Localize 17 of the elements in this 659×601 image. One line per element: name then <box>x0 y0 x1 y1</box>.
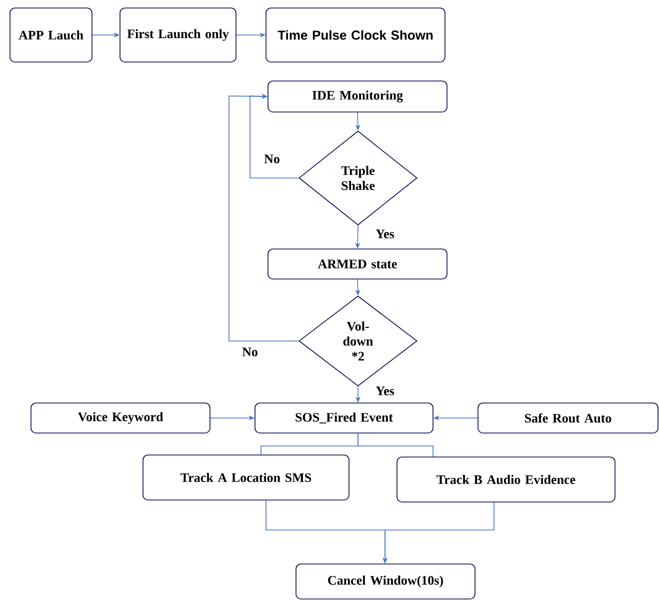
process-box: Time Pulse Clock Shown <box>266 8 446 62</box>
process-box: Cancel Window(10s) <box>296 564 476 600</box>
process-box: ARMED state <box>268 248 448 280</box>
process-box: First Launch only <box>120 8 236 62</box>
process-box: Voice Keyword <box>30 402 210 434</box>
arrow <box>250 94 299 178</box>
edge-label: Yes <box>374 228 396 240</box>
process-box: Track A Location SMS <box>142 454 350 500</box>
process-box: Safe Rout Auto <box>478 402 658 434</box>
process-box: APP Lauch <box>10 8 92 62</box>
edge-label: No <box>263 154 281 164</box>
edge-label: No <box>241 346 259 358</box>
arrow <box>228 94 299 342</box>
process-box: SOS_Fired Event <box>254 402 434 434</box>
process-box: Track B Audio Evidence <box>396 456 616 502</box>
process-box: IDE Monitoring <box>268 80 448 112</box>
edge-label: Yes <box>374 386 396 396</box>
